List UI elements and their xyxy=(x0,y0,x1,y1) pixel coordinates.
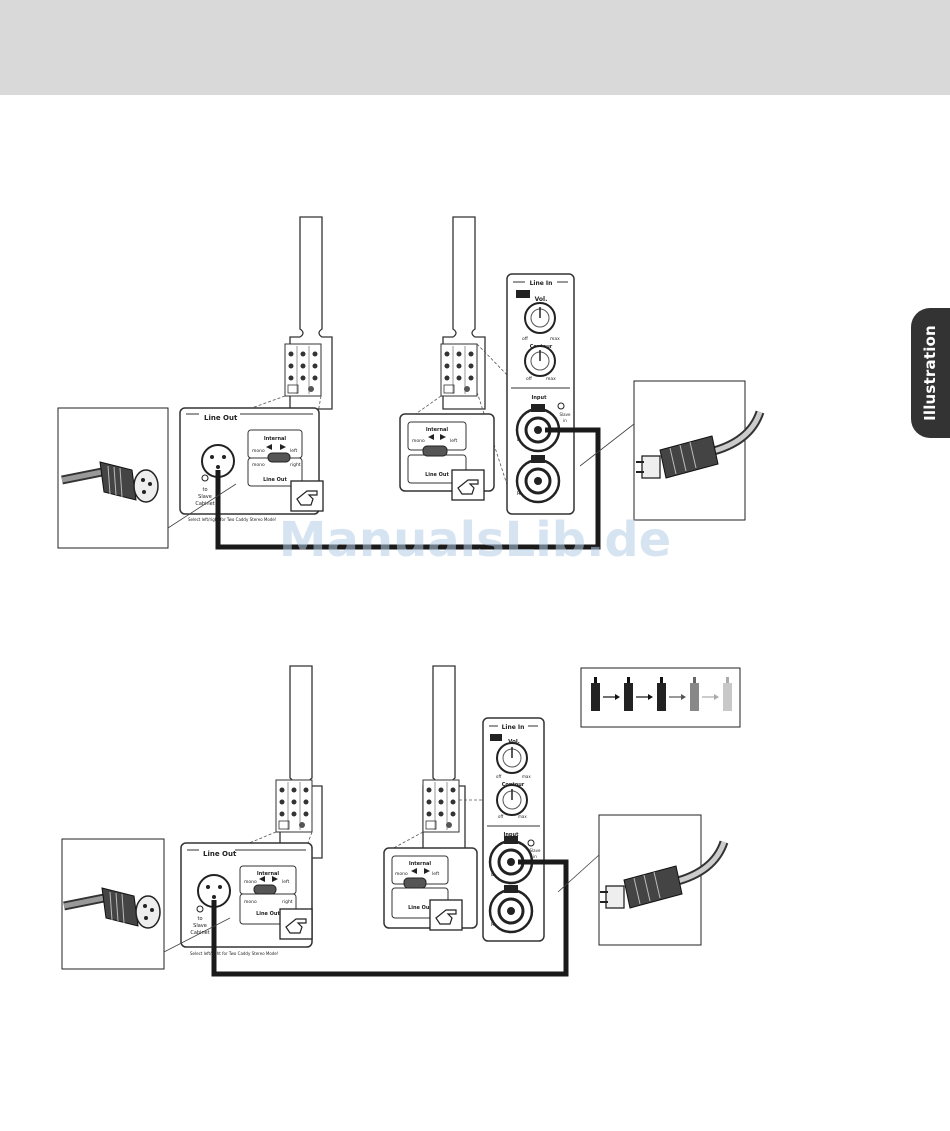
vol-max-label: max xyxy=(550,337,560,342)
mono-label-6: mono xyxy=(395,872,408,877)
mono-label-5: mono xyxy=(244,900,257,905)
cable-legend-icons xyxy=(591,677,732,711)
line-out-title-2: Line Out xyxy=(203,850,237,858)
mode-switch-3[interactable] xyxy=(253,884,277,895)
line-out-title: Line Out xyxy=(204,414,238,422)
to-label: to xyxy=(202,487,207,493)
line-out-sub-label-3: Line Out xyxy=(256,911,280,917)
line-in-panel-2 xyxy=(482,717,545,942)
internal-label-4: Internal xyxy=(409,861,432,867)
line-out-panel xyxy=(179,407,320,515)
xlr-cable-2 xyxy=(211,859,569,977)
header-band xyxy=(0,0,950,95)
input-label: Input xyxy=(532,395,548,401)
in-label: in xyxy=(563,418,567,423)
bottom-diagram: Line Out to Slave Cabinet Internal mono … xyxy=(62,665,741,977)
left-label-3: left xyxy=(282,879,290,885)
left-label-4: left xyxy=(432,871,440,877)
line-out-sub-label-2: Line Out xyxy=(425,472,449,478)
xlr-cable xyxy=(215,427,601,550)
mode-switch[interactable] xyxy=(267,452,291,463)
mono-label: mono xyxy=(252,449,265,454)
internal-label-2: Internal xyxy=(426,427,449,433)
line-out-caption-2: Select left/right for Two Caddy Stereo M… xyxy=(190,951,278,956)
slave-in-label: Slave xyxy=(560,412,571,417)
internal-label-3: Internal xyxy=(257,871,280,877)
line-out-sub-label: Line Out xyxy=(263,477,287,483)
right-label-2: right xyxy=(282,899,293,905)
right-label: right xyxy=(290,462,301,468)
input-r-label-2: R xyxy=(491,922,495,928)
in-label-2: in xyxy=(533,854,537,859)
vol-min-label: off xyxy=(522,336,529,342)
mono-label-4: mono xyxy=(244,880,257,885)
vol-label: Vol. xyxy=(535,296,548,303)
line-in-title: Line In xyxy=(530,280,553,287)
top-diagram: Line Out to Slave Cabinet Internal mono … xyxy=(57,216,760,550)
contour-max-label-2: max xyxy=(518,814,527,819)
line-in-title-2: Line In xyxy=(502,724,525,731)
side-tab[interactable]: Illustration xyxy=(911,308,950,438)
slave-label: Slave xyxy=(198,494,212,500)
input-r-label: R xyxy=(517,491,521,497)
contour-min-label-2: off xyxy=(498,814,503,819)
vol-min-label-2: off xyxy=(496,774,501,779)
slave-label-2: Slave xyxy=(193,923,207,929)
vol-label-2: Vol. xyxy=(508,739,520,745)
input-l-label: L xyxy=(517,437,520,443)
input-label-2: Input xyxy=(504,832,520,838)
contour-max-label: max xyxy=(546,377,556,382)
mode-switch-2[interactable] xyxy=(422,445,448,457)
to-label-2: to xyxy=(197,916,202,922)
slave-in-label-2: Slave xyxy=(530,848,541,853)
input-l-label-2: L xyxy=(491,872,494,878)
mono-label-3: mono xyxy=(412,439,425,444)
left-label: left xyxy=(290,448,298,454)
mono-label-2: mono xyxy=(252,463,265,468)
left-label-2: left xyxy=(450,438,458,444)
line-out-caption: Select left/right for Two Caddy Stereo M… xyxy=(188,517,276,522)
contour-min-label: off xyxy=(526,376,533,382)
mode-switch-4[interactable] xyxy=(403,877,427,889)
vol-max-label-2: max xyxy=(522,774,531,779)
line-in-panel xyxy=(506,273,575,515)
internal-label: Internal xyxy=(264,436,287,442)
line-out-sub-label-4: Line Out xyxy=(408,905,432,911)
